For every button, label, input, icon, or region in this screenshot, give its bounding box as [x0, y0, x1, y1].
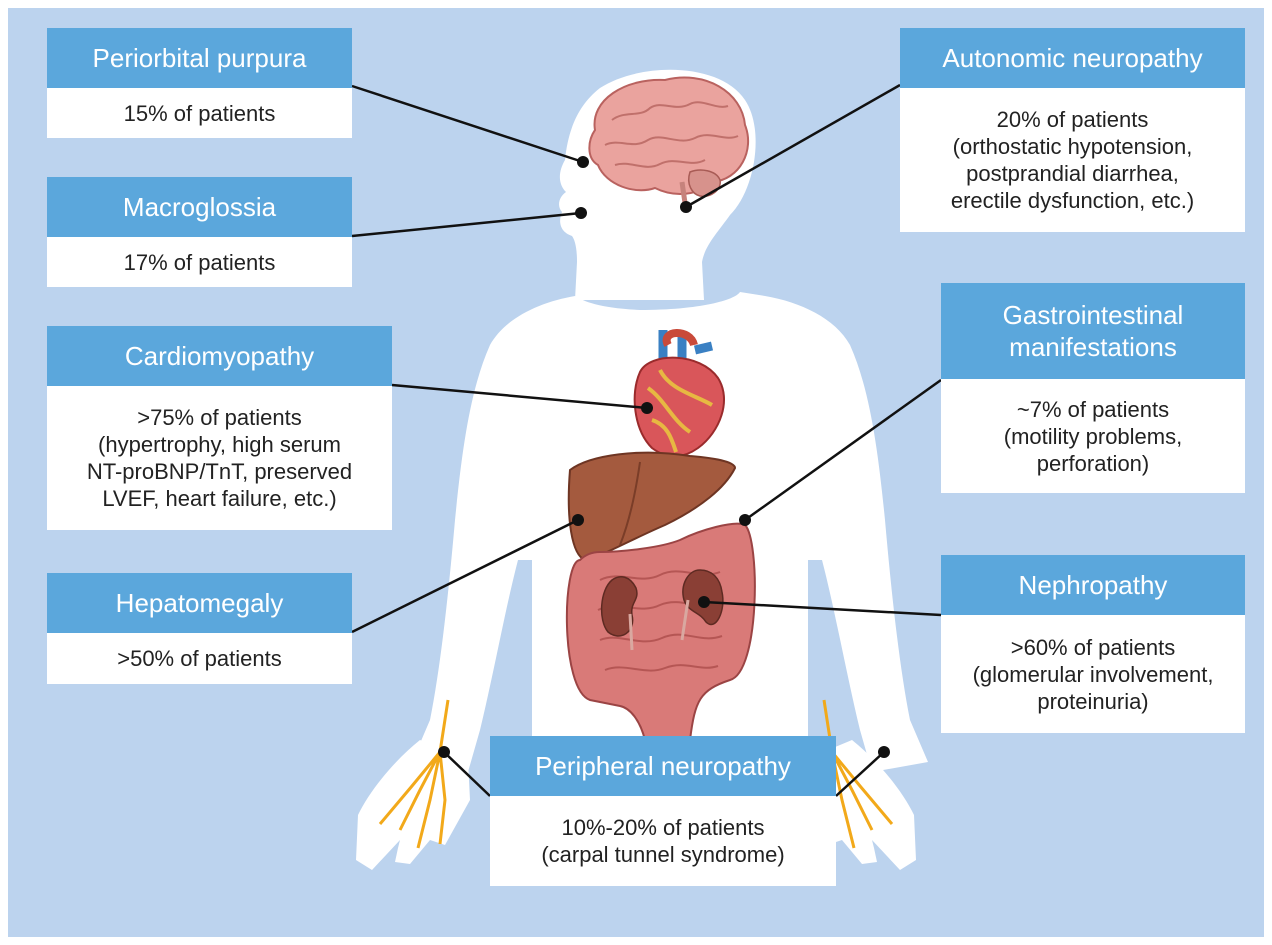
dot-gastro [739, 514, 751, 526]
connector-periorbital [352, 86, 583, 162]
callout-line: NT-proBNP/TnT, preserved [47, 458, 392, 485]
callout-line: perforation) [941, 450, 1245, 477]
callout-line: erectile dysfunction, etc.) [900, 187, 1245, 214]
callout-body: >50% of patients [47, 633, 352, 684]
callout-cardiomyopathy: Cardiomyopathy >75% of patients (hypertr… [47, 326, 392, 530]
callout-line: (glomerular involvement, [941, 661, 1245, 688]
callout-line: (orthostatic hypotension, [900, 133, 1245, 160]
callout-peripheral-neuropathy: Peripheral neuropathy 10%-20% of patient… [490, 736, 836, 886]
dot-peripheral-right [878, 746, 890, 758]
callout-body: >75% of patients (hypertrophy, high seru… [47, 386, 392, 530]
callout-gastrointestinal: Gastrointestinal manifestations ~7% of p… [941, 283, 1245, 493]
callout-body: 10%-20% of patients (carpal tunnel syndr… [490, 796, 836, 886]
callout-body: >60% of patients (glomerular involvement… [941, 615, 1245, 733]
callout-title: Gastrointestinal manifestations [941, 283, 1245, 379]
callout-title: Cardiomyopathy [47, 326, 392, 386]
callout-title: Macroglossia [47, 177, 352, 237]
callout-line: 15% of patients [47, 100, 352, 127]
callout-autonomic-neuropathy: Autonomic neuropathy 20% of patients (or… [900, 28, 1245, 232]
callout-title: Periorbital purpura [47, 28, 352, 88]
callout-line: LVEF, heart failure, etc.) [47, 485, 392, 512]
connector-macroglossia [352, 213, 581, 236]
dot-peripheral-left [438, 746, 450, 758]
callout-periorbital-purpura: Periorbital purpura 15% of patients [47, 28, 352, 138]
callout-hepatomegaly: Hepatomegaly >50% of patients [47, 573, 352, 684]
callout-line: 10%-20% of patients [490, 814, 836, 841]
callout-macroglossia: Macroglossia 17% of patients [47, 177, 352, 287]
callout-line: 20% of patients [900, 106, 1245, 133]
callout-title-line: Gastrointestinal [1003, 299, 1184, 331]
dot-nephropathy [698, 596, 710, 608]
callout-body: ~7% of patients (motility problems, perf… [941, 379, 1245, 493]
callout-title-line: manifestations [1009, 331, 1177, 363]
callout-title: Peripheral neuropathy [490, 736, 836, 796]
callout-body: 17% of patients [47, 237, 352, 287]
callout-title: Nephropathy [941, 555, 1245, 615]
dot-hepatomegaly [572, 514, 584, 526]
dot-autonomic [680, 201, 692, 213]
callout-nephropathy: Nephropathy >60% of patients (glomerular… [941, 555, 1245, 733]
dot-cardiomyopathy [641, 402, 653, 414]
callout-line: postprandial diarrhea, [900, 160, 1245, 187]
callout-line: ~7% of patients [941, 396, 1245, 423]
callout-body: 15% of patients [47, 88, 352, 138]
callout-line: 17% of patients [47, 249, 352, 276]
callout-title: Hepatomegaly [47, 573, 352, 633]
callout-line: >50% of patients [47, 645, 352, 672]
callout-line: (carpal tunnel syndrome) [490, 841, 836, 868]
callout-line: >60% of patients [941, 634, 1245, 661]
callout-title: Autonomic neuropathy [900, 28, 1245, 88]
dot-periorbital [577, 156, 589, 168]
callout-line: >75% of patients [47, 404, 392, 431]
callout-line: proteinuria) [941, 688, 1245, 715]
callout-line: (motility problems, [941, 423, 1245, 450]
callout-body: 20% of patients (orthostatic hypotension… [900, 88, 1245, 232]
callout-line: (hypertrophy, high serum [47, 431, 392, 458]
dot-macroglossia [575, 207, 587, 219]
